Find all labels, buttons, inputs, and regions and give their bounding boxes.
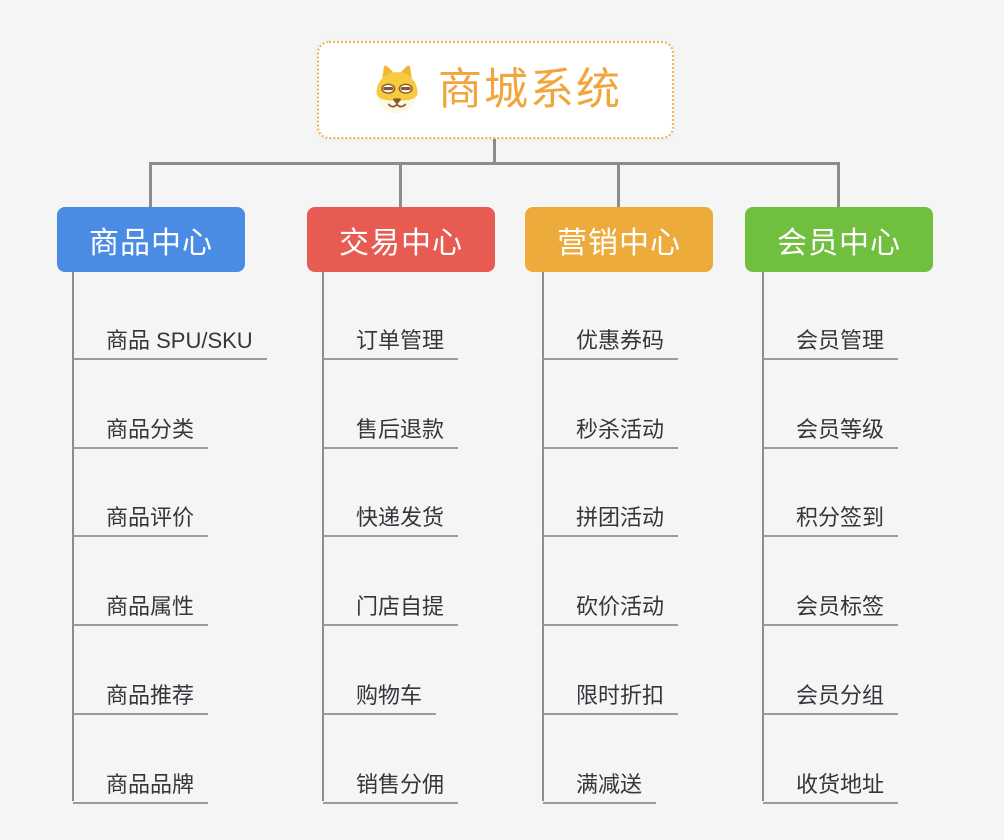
connector-horizontal-bar: [149, 162, 840, 165]
branch-node-member-center[interactable]: 会员中心: [745, 207, 933, 272]
branch-node-trade-center[interactable]: 交易中心: [307, 207, 495, 272]
branch-label: 会员中心: [777, 226, 901, 260]
branch-node-product-center[interactable]: 商品中心: [57, 207, 245, 272]
leaf-node[interactable]: 商品评价: [73, 484, 209, 537]
dog-face-icon: [369, 62, 425, 118]
leaf-node[interactable]: 会员管理: [763, 307, 899, 360]
leaf-node[interactable]: 商品推荐: [73, 662, 209, 715]
connector-drop-product: [149, 164, 152, 208]
leaf-node[interactable]: 积分签到: [763, 484, 899, 537]
root-title: 商城系统: [438, 65, 622, 114]
branch-label: 商品中心: [89, 226, 213, 260]
branch-node-marketing-center[interactable]: 营销中心: [525, 207, 713, 272]
leaf-node[interactable]: 优惠券码: [543, 307, 679, 360]
leaf-node[interactable]: 购物车: [323, 662, 437, 715]
leaf-node[interactable]: 砍价活动: [543, 573, 679, 626]
connector-drop-marketing: [617, 164, 620, 208]
leaf-node[interactable]: 快递发货: [323, 484, 459, 537]
leaf-node[interactable]: 会员标签: [763, 573, 899, 626]
leaf-node[interactable]: 商品 SPU/SKU: [73, 307, 267, 360]
leaf-node[interactable]: 销售分佣: [323, 751, 459, 804]
leaf-node[interactable]: 商品分类: [73, 396, 209, 449]
leaf-node[interactable]: 会员等级: [763, 396, 899, 449]
connector-drop-trade: [399, 164, 402, 208]
leaf-node[interactable]: 商品属性: [73, 573, 209, 626]
leaf-node[interactable]: 秒杀活动: [543, 396, 679, 449]
connector-root-stem: [493, 139, 496, 165]
leaf-node[interactable]: 售后退款: [323, 396, 459, 449]
leaf-node[interactable]: 订单管理: [323, 307, 459, 360]
leaf-node[interactable]: 会员分组: [763, 662, 899, 715]
branch-label: 交易中心: [339, 226, 463, 260]
leaf-node[interactable]: 收货地址: [763, 751, 899, 804]
leaf-node[interactable]: 商品品牌: [73, 751, 209, 804]
branch-label: 营销中心: [557, 226, 681, 260]
leaf-node[interactable]: 门店自提: [323, 573, 459, 626]
leaf-node[interactable]: 限时折扣: [543, 662, 679, 715]
connector-drop-member: [837, 164, 840, 208]
root-node[interactable]: 商城系统: [317, 41, 674, 139]
leaf-node[interactable]: 满减送: [543, 751, 657, 804]
leaf-node[interactable]: 拼团活动: [543, 484, 679, 537]
